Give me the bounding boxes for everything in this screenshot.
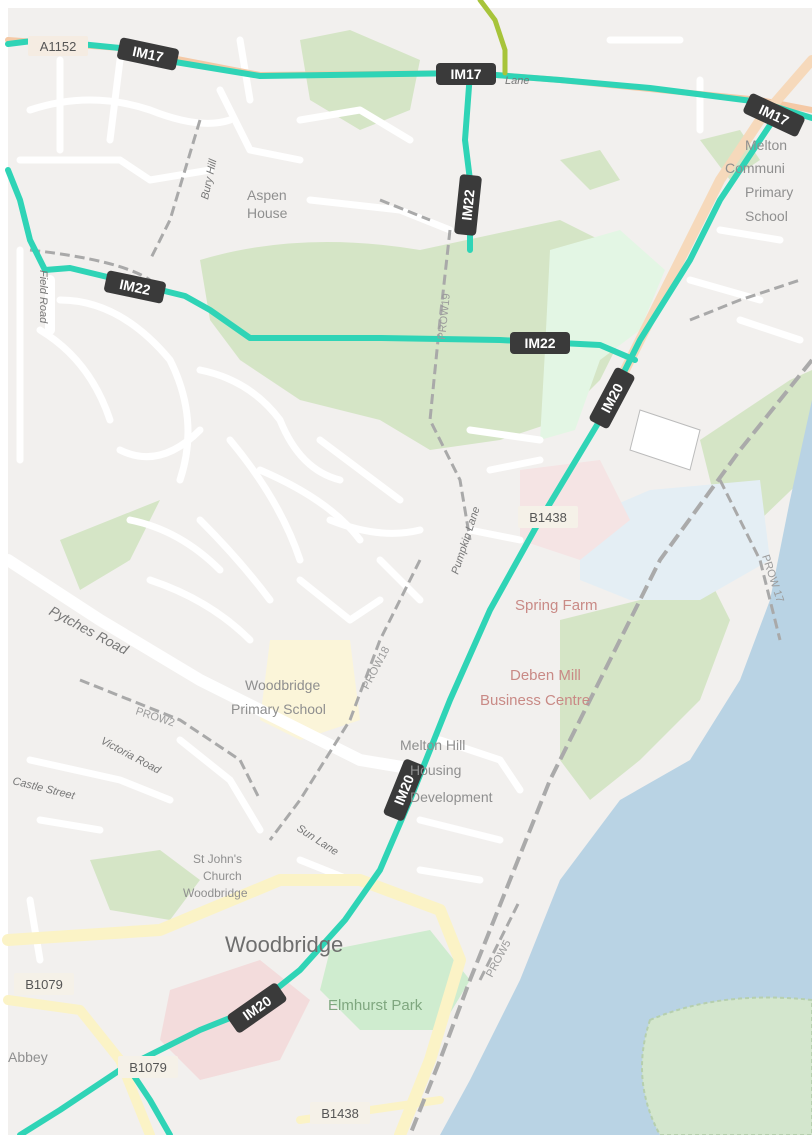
- label-deben-mill-1: Deben Mill: [510, 667, 581, 684]
- label-st-johns-2: Church: [203, 869, 242, 883]
- label-abbey: Abbey: [8, 1049, 48, 1065]
- building: [629, 409, 701, 471]
- label-field-road: Field Road: [37, 270, 49, 324]
- route-im20[interactable]: [17, 107, 783, 1135]
- label-melton-school-4: School: [745, 208, 788, 224]
- label-melton-hill-2: Housing: [410, 762, 461, 778]
- shield-label: IM17: [131, 43, 165, 65]
- school-ground-woodbridge-primary: [260, 640, 360, 740]
- prow-footpaths: [29, 119, 801, 981]
- elmhurst-park-area: [320, 930, 470, 1030]
- shield-a1152: A1152: [28, 36, 88, 56]
- shield-im22-2: IM22: [104, 270, 166, 304]
- road-number: B1079: [129, 1060, 167, 1075]
- railway: [408, 358, 812, 1135]
- label-aspen-house-2: House: [247, 205, 288, 221]
- map-frame-top: [0, 0, 812, 8]
- label-woodbridge-primary-1: Woodbridge: [245, 677, 320, 693]
- road-number: B1438: [321, 1106, 359, 1121]
- route-spur: [477, 0, 508, 76]
- label-prow19: PROW19: [436, 293, 453, 340]
- label-aspen-house: Aspen: [247, 187, 287, 203]
- shield-im22-3: IM22: [510, 332, 570, 354]
- road-number: B1438: [529, 510, 567, 525]
- shield-im22-1: IM22: [454, 174, 482, 236]
- label-woodbridge-primary-2: Primary School: [231, 701, 326, 717]
- shield-im17-2: IM17: [436, 63, 496, 85]
- shield-label: IM22: [524, 335, 555, 351]
- label-melton-school-2: Communi: [725, 160, 785, 176]
- shield-label: IM22: [118, 276, 152, 298]
- map-frame-left: [0, 0, 8, 1135]
- label-melton-school-1: Melton: [745, 137, 787, 153]
- shield-im17-1: IM17: [117, 37, 179, 71]
- road-number: A1152: [40, 39, 77, 54]
- shield-label: IM17: [450, 66, 481, 82]
- label-melton-school-3: Primary: [745, 184, 793, 200]
- shield-b1438-north: B1438: [518, 506, 578, 528]
- residential-streets: [16, 36, 804, 964]
- label-st-johns-3: Woodbridge: [183, 886, 248, 900]
- label-melton-hill-3: Development: [410, 789, 493, 805]
- river-deben: [440, 400, 812, 1135]
- label-deben-mill-2: Business Centre: [480, 692, 590, 709]
- shield-b1438-south: B1438: [310, 1102, 370, 1124]
- open-space: [540, 230, 665, 440]
- label-elmhurst-park: Elmhurst Park: [328, 997, 423, 1014]
- mudflats: [641, 996, 812, 1135]
- label-lane: Lane: [505, 75, 529, 87]
- shield-b1079-west: B1079: [14, 973, 74, 995]
- shield-b1079-south: B1079: [118, 1056, 178, 1078]
- road-number: B1079: [25, 977, 63, 992]
- label-melton-hill-1: Melton Hill: [400, 737, 465, 753]
- label-spring-farm: Spring Farm: [515, 597, 598, 614]
- label-woodbridge-town: Woodbridge: [225, 932, 343, 957]
- shield-label: IM22: [458, 188, 477, 221]
- label-st-johns-1: St John's: [193, 852, 242, 866]
